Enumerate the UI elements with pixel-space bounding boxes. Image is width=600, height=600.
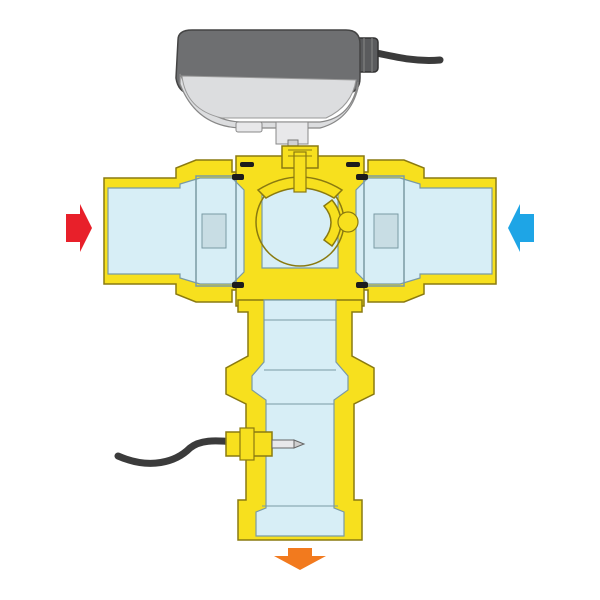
outlet-channel <box>251 299 349 537</box>
actuator-cable <box>368 48 444 64</box>
actuator-housing <box>175 29 361 155</box>
port-seal-left <box>195 175 237 287</box>
inlet-channel-left <box>107 177 245 285</box>
arrow-down-icon <box>274 548 326 570</box>
valve-stem <box>281 145 319 193</box>
temperature-sensor <box>114 427 306 467</box>
port-seal-right <box>363 175 405 287</box>
arrow-right-icon <box>66 204 92 252</box>
o-rings <box>232 162 368 288</box>
arrow-left-icon <box>508 204 534 252</box>
inlet-channel-right <box>355 177 493 285</box>
vertical-outlet-body <box>225 299 375 541</box>
